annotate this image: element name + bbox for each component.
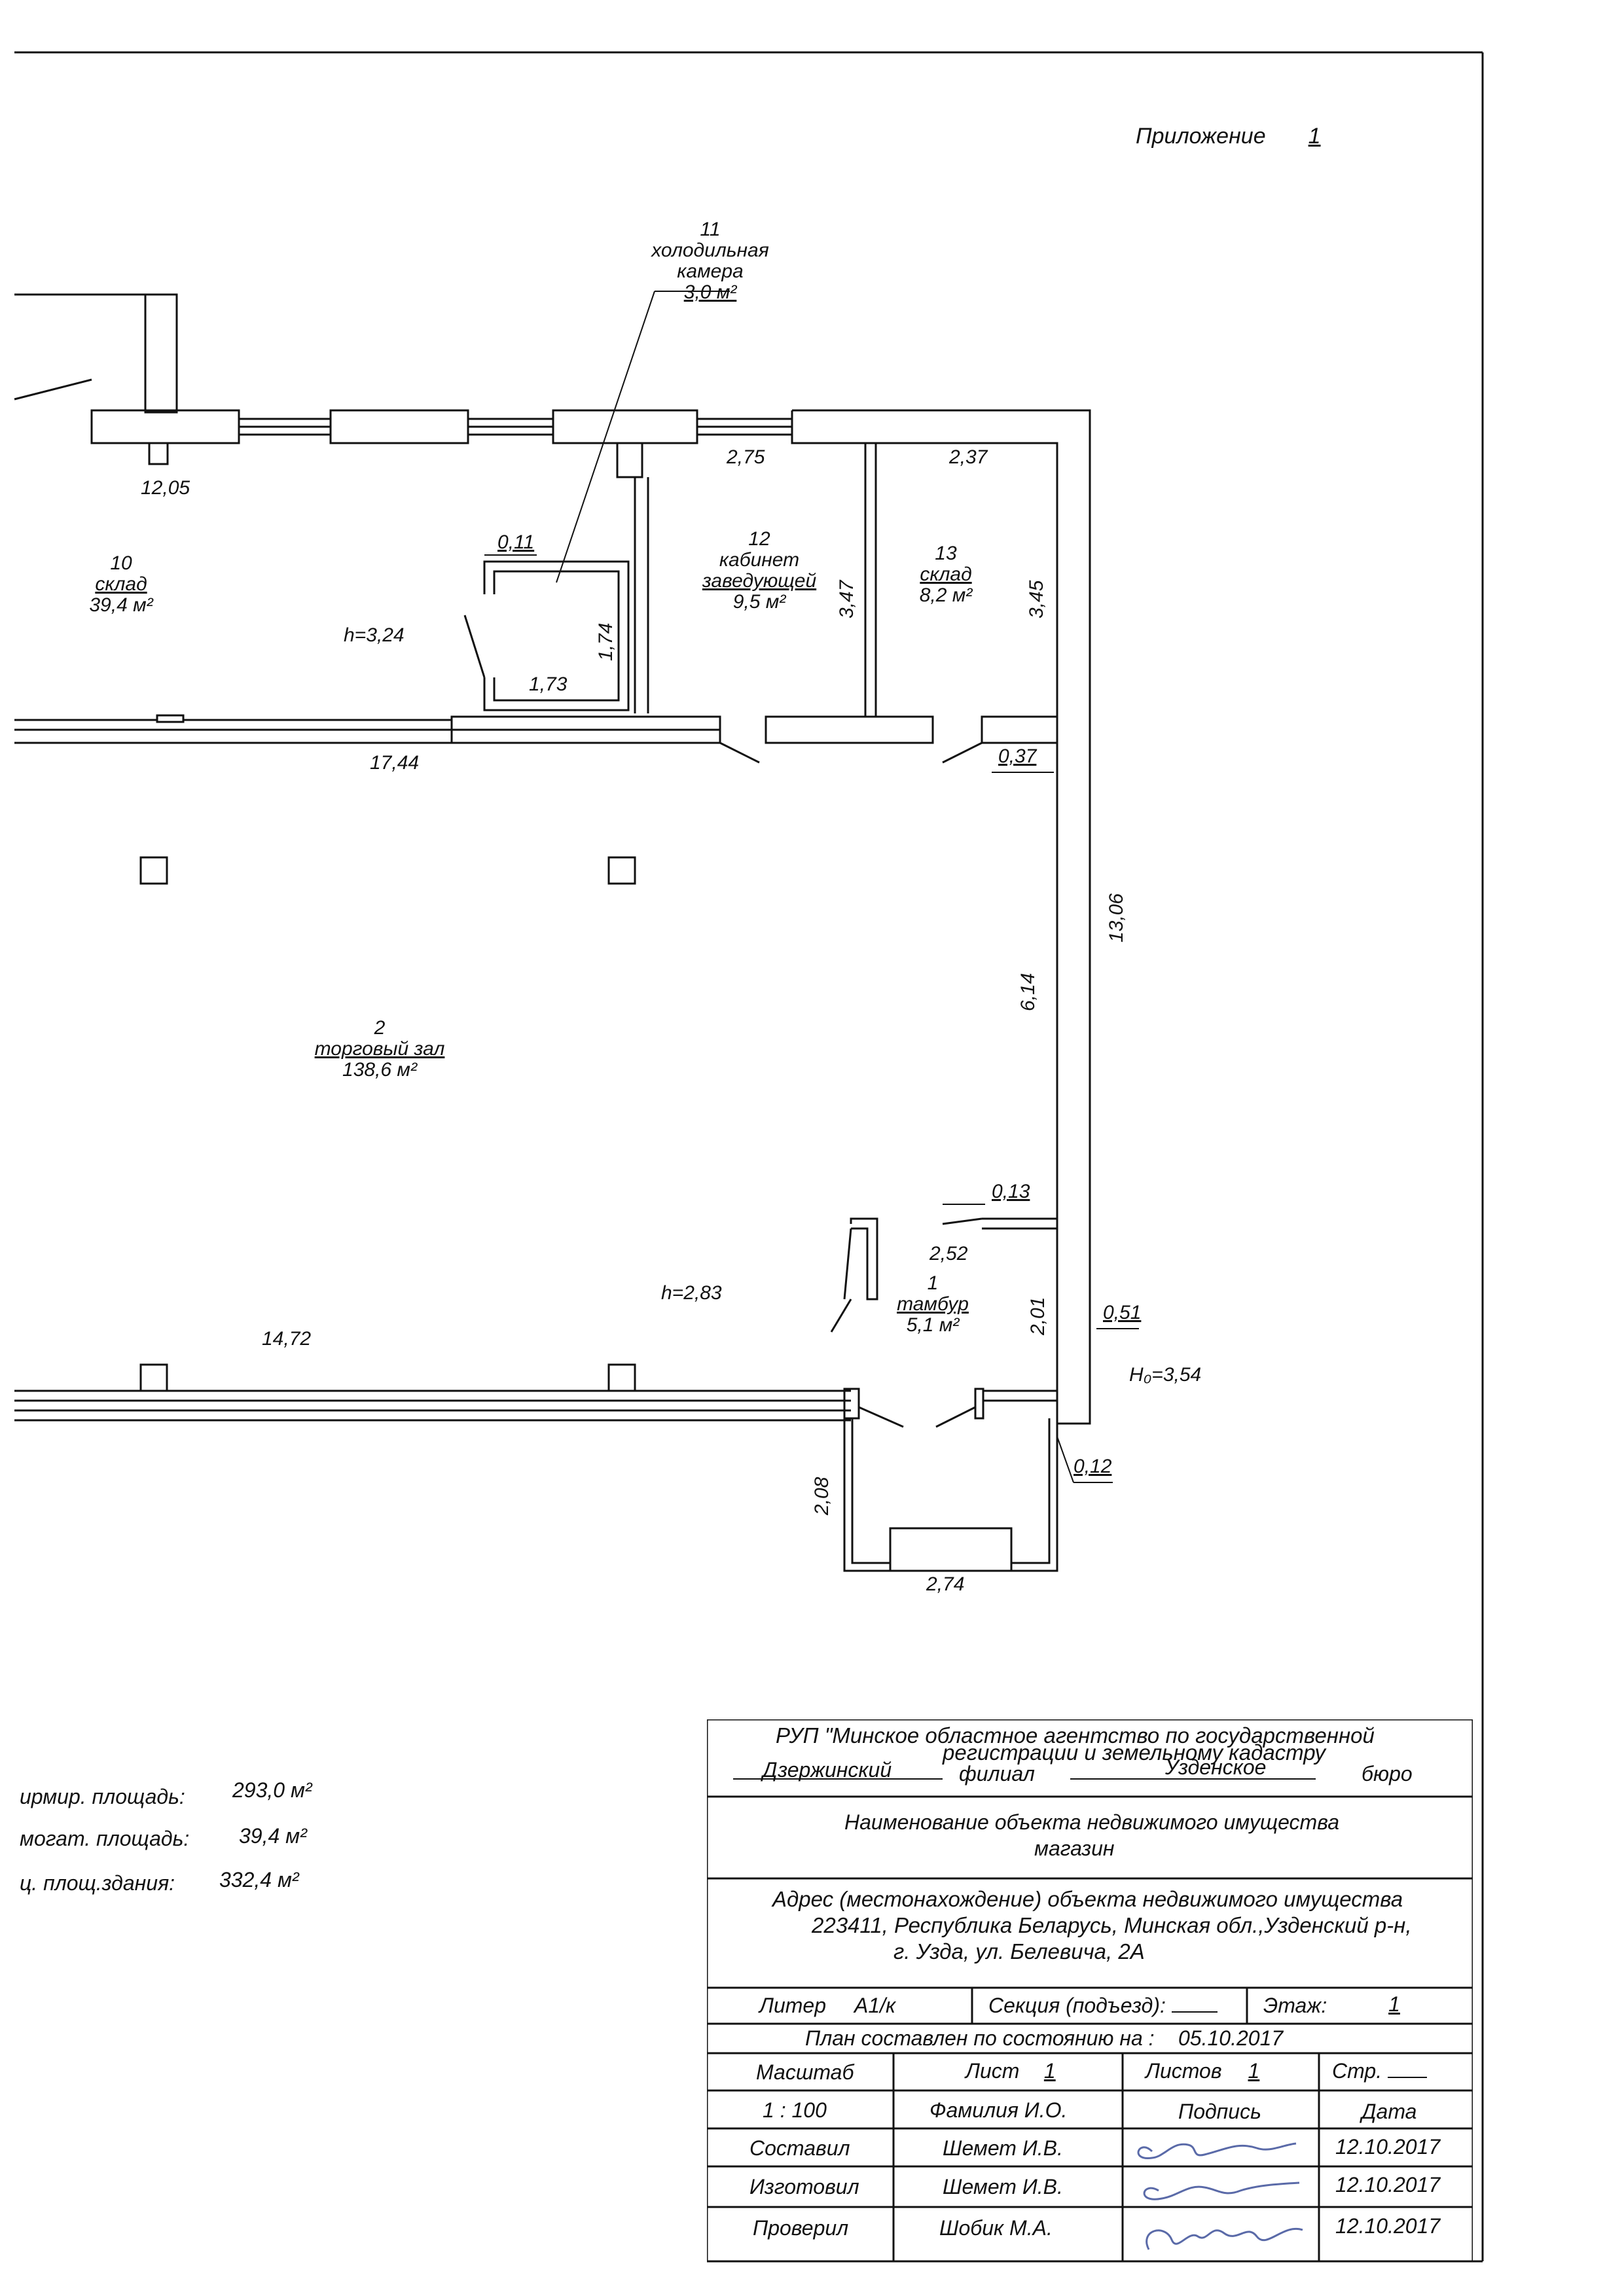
dim-label: 2,08 xyxy=(811,1477,833,1515)
scale-value: 1 : 100 xyxy=(763,2098,827,2122)
column xyxy=(139,1363,168,1392)
liter-value: А1/к xyxy=(854,1994,896,2017)
object-heading: Наименование объекта недвижимого имущест… xyxy=(844,1810,1339,1834)
address-line1: 223411, Республика Беларусь, Минская обл… xyxy=(812,1913,1412,1937)
summary-row: ирмир. площадь: xyxy=(20,1785,185,1808)
signatures xyxy=(1137,2142,1303,2250)
dim-label: 6,14 xyxy=(1017,973,1039,1011)
branch-label: филиал xyxy=(959,1762,1035,1785)
vestibule-wall xyxy=(850,1217,878,1300)
sheets-label: Листов 1 xyxy=(1146,2059,1260,2083)
column xyxy=(139,856,168,885)
wall-segment xyxy=(90,409,240,444)
dim-label: 2,75 xyxy=(727,446,765,468)
dim-label: 14,72 xyxy=(262,1328,312,1350)
column xyxy=(607,856,636,885)
appendix-number: 1 xyxy=(1308,124,1321,149)
cold-chamber-wall xyxy=(483,560,630,711)
wall-segment xyxy=(329,409,469,444)
page-label: Стр. xyxy=(1332,2060,1427,2082)
appendix-label: Приложение 1 xyxy=(1136,124,1357,149)
title-block-grid xyxy=(707,1719,1473,2261)
date-header: Дата xyxy=(1362,2100,1417,2123)
floor-label: Этаж: xyxy=(1263,1994,1327,2017)
object-name: магазин xyxy=(1034,1837,1115,1860)
title-block: РУП "Минское областное агентство по госу… xyxy=(707,1719,1473,2261)
row-role: Составил xyxy=(749,2136,850,2160)
dim-label: 2,01 xyxy=(1027,1297,1049,1335)
wall-segment xyxy=(552,409,698,444)
summary-value: 332,4 м² xyxy=(219,1868,299,1892)
dim-label: 12,05 xyxy=(141,477,190,499)
bureau-value: Узденское xyxy=(1165,1755,1267,1779)
row-name: Шемет И.В. xyxy=(943,2136,1063,2160)
porch-wall xyxy=(843,1418,890,1572)
summary-value: 39,4 м² xyxy=(239,1824,307,1848)
summary-value: 293,0 м² xyxy=(232,1778,312,1802)
dim-label: 0,13 xyxy=(992,1181,1030,1202)
sign-header: Подпись xyxy=(1178,2100,1261,2123)
org-line1: РУП "Минское областное агентство по госу… xyxy=(776,1723,1375,1748)
column xyxy=(607,1363,636,1392)
dim-label: 0,11 xyxy=(497,531,535,553)
dim-label: 2,74 xyxy=(926,1573,965,1595)
dim-label: 13,06 xyxy=(1106,893,1127,942)
dim-label: 3,47 xyxy=(836,580,857,619)
row-role: Изготовил xyxy=(749,2175,859,2198)
address-heading: Адрес (местонахождение) объекта недвижим… xyxy=(772,1887,1403,1911)
summary-row: ц. площ.здания: xyxy=(20,1871,175,1895)
bureau-label: бюро xyxy=(1362,1762,1413,1785)
appendix-text: Приложение xyxy=(1136,124,1266,149)
row-role: Проверил xyxy=(753,2216,849,2240)
porch-step xyxy=(889,1527,1013,1572)
row-name: Шобик М.А. xyxy=(939,2216,1053,2240)
state-date: 05.10.2017 xyxy=(1178,2026,1284,2050)
dim-label: 2,52 xyxy=(929,1243,968,1265)
height-label: H₀=3,54 xyxy=(1129,1364,1202,1386)
scale-label: Масштаб xyxy=(756,2060,854,2084)
dim-label: 2,37 xyxy=(949,446,988,468)
row-date: 12.10.2017 xyxy=(1335,2173,1441,2197)
summary-row: могат. площадь: xyxy=(20,1827,190,1850)
dim-label: 1,74 xyxy=(595,622,617,661)
dim-label: 0,51 xyxy=(1103,1302,1142,1323)
address-line2: г. Узда, ул. Белевича, 2А xyxy=(893,1939,1145,1964)
row-date: 12.10.2017 xyxy=(1335,2135,1441,2159)
row-name: Шемет И.В. xyxy=(943,2175,1063,2198)
height-label: h=2,83 xyxy=(661,1282,722,1304)
name-header: Фамилия И.О. xyxy=(929,2098,1068,2122)
dim-label: 0,37 xyxy=(998,745,1037,767)
height-label: h=3,24 xyxy=(344,624,405,646)
branch-value: Дзержинский xyxy=(763,1758,892,1782)
sheet-label: Лист 1 xyxy=(965,2059,1056,2083)
state-label: План составлен по состоянию на : xyxy=(805,2026,1155,2050)
liter-label: Литер xyxy=(759,1994,826,2017)
dim-label: 3,45 xyxy=(1026,580,1047,619)
wall-stub xyxy=(144,293,178,414)
dim-label: 17,44 xyxy=(370,752,420,774)
org-line2: регистрации и земельному кадастру xyxy=(943,1740,1326,1765)
floor-value: 1 xyxy=(1388,1992,1400,2016)
row-date: 12.10.2017 xyxy=(1335,2214,1441,2238)
section-label: Секция (подъезд): xyxy=(988,1994,1218,2017)
dim-label: 0,12 xyxy=(1074,1456,1112,1477)
dim-label: 1,73 xyxy=(529,673,568,695)
